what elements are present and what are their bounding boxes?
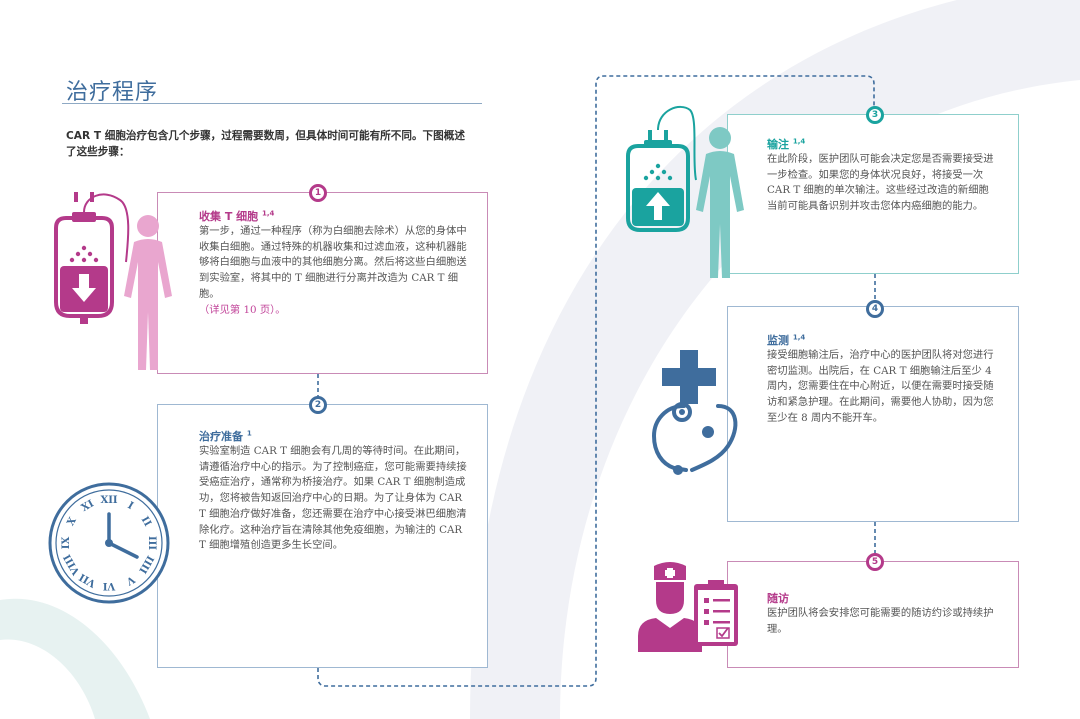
step-1-refs: 1,4 xyxy=(262,209,275,218)
step-5-content: 随访 医护团队将会安排您可能需要的随访约诊或持续护理。 xyxy=(767,590,999,637)
step-5-number: 5 xyxy=(866,553,884,571)
blood-bag-collection-icon xyxy=(54,192,172,370)
step-1-title: 收集 T 细胞 xyxy=(199,210,259,223)
clock-numeral: VI xyxy=(102,580,116,591)
step-1-number: 1 xyxy=(309,184,327,202)
nurse-clipboard-icon xyxy=(638,562,738,652)
step-1-box xyxy=(157,192,488,374)
page-title: 治疗程序 xyxy=(66,80,159,105)
step-2-box xyxy=(157,404,488,668)
step-2-body: 实验室制造 CAR T 细胞会有几周的等待时间。在此期间，请遵循治疗中心的指示。… xyxy=(199,445,467,552)
clock-numeral: III xyxy=(146,536,157,550)
step-3-body: 在此阶段，医护团队可能会决定您是否需要接受进一步检查。如果您的身体状况良好，将接… xyxy=(767,153,994,213)
step-3-title: 输注 xyxy=(767,138,789,151)
step-2-number: 2 xyxy=(309,396,327,414)
step-4-title: 监测 xyxy=(767,334,789,347)
stethoscope-cross-icon xyxy=(651,350,738,475)
step-1-content: 收集 T 细胞 1,4 第一步，通过一种程序（称为白细胞去除术）从您的身体中收集… xyxy=(199,208,469,318)
intro-text: CAR T 细胞治疗包含几个步骤，过程需要数周，但具体时间可能有所不同。下图概述… xyxy=(66,130,465,158)
step-1-page-reference: （详见第 10 页）。 xyxy=(199,303,286,316)
step-5-box xyxy=(727,561,1019,668)
clock-numeral: I xyxy=(125,500,135,512)
step-5-title: 随访 xyxy=(767,592,789,605)
infusion-bag-icon xyxy=(626,105,744,278)
step-2-refs: 1 xyxy=(246,429,252,438)
step-3-content: 输注 1,4 在此阶段，医护团队可能会决定您是否需要接受进一步检查。如果您的身体… xyxy=(767,136,999,215)
title-divider xyxy=(62,103,482,104)
step-4-number: 4 xyxy=(866,300,884,318)
step-3-number: 3 xyxy=(866,106,884,124)
step-4-refs: 1,4 xyxy=(792,333,806,342)
step-4-content: 监测 1,4 接受细胞输注后，治疗中心的医护团队将对您进行密切监测。出院后，在 … xyxy=(767,332,999,427)
step-5-body: 医护团队将会安排您可能需要的随访约诊或持续护理。 xyxy=(767,607,994,635)
clock-numeral: XII xyxy=(100,495,117,506)
step-2-title: 治疗准备 xyxy=(199,430,243,443)
step-3-refs: 1,4 xyxy=(792,137,806,146)
clock-numeral: IX xyxy=(61,537,72,550)
step-2-content: 治疗准备 1 实验室制造 CAR T 细胞会有几周的等待时间。在此期间，请遵循治… xyxy=(199,428,469,554)
step-1-body: 第一步，通过一种程序（称为白细胞去除术）从您的身体中收集白细胞。通过特殊的机器收… xyxy=(199,225,467,300)
step-4-body: 接受细胞输注后，治疗中心的医护团队将对您进行密切监测。出院后，在 CAR T 细… xyxy=(767,349,994,424)
